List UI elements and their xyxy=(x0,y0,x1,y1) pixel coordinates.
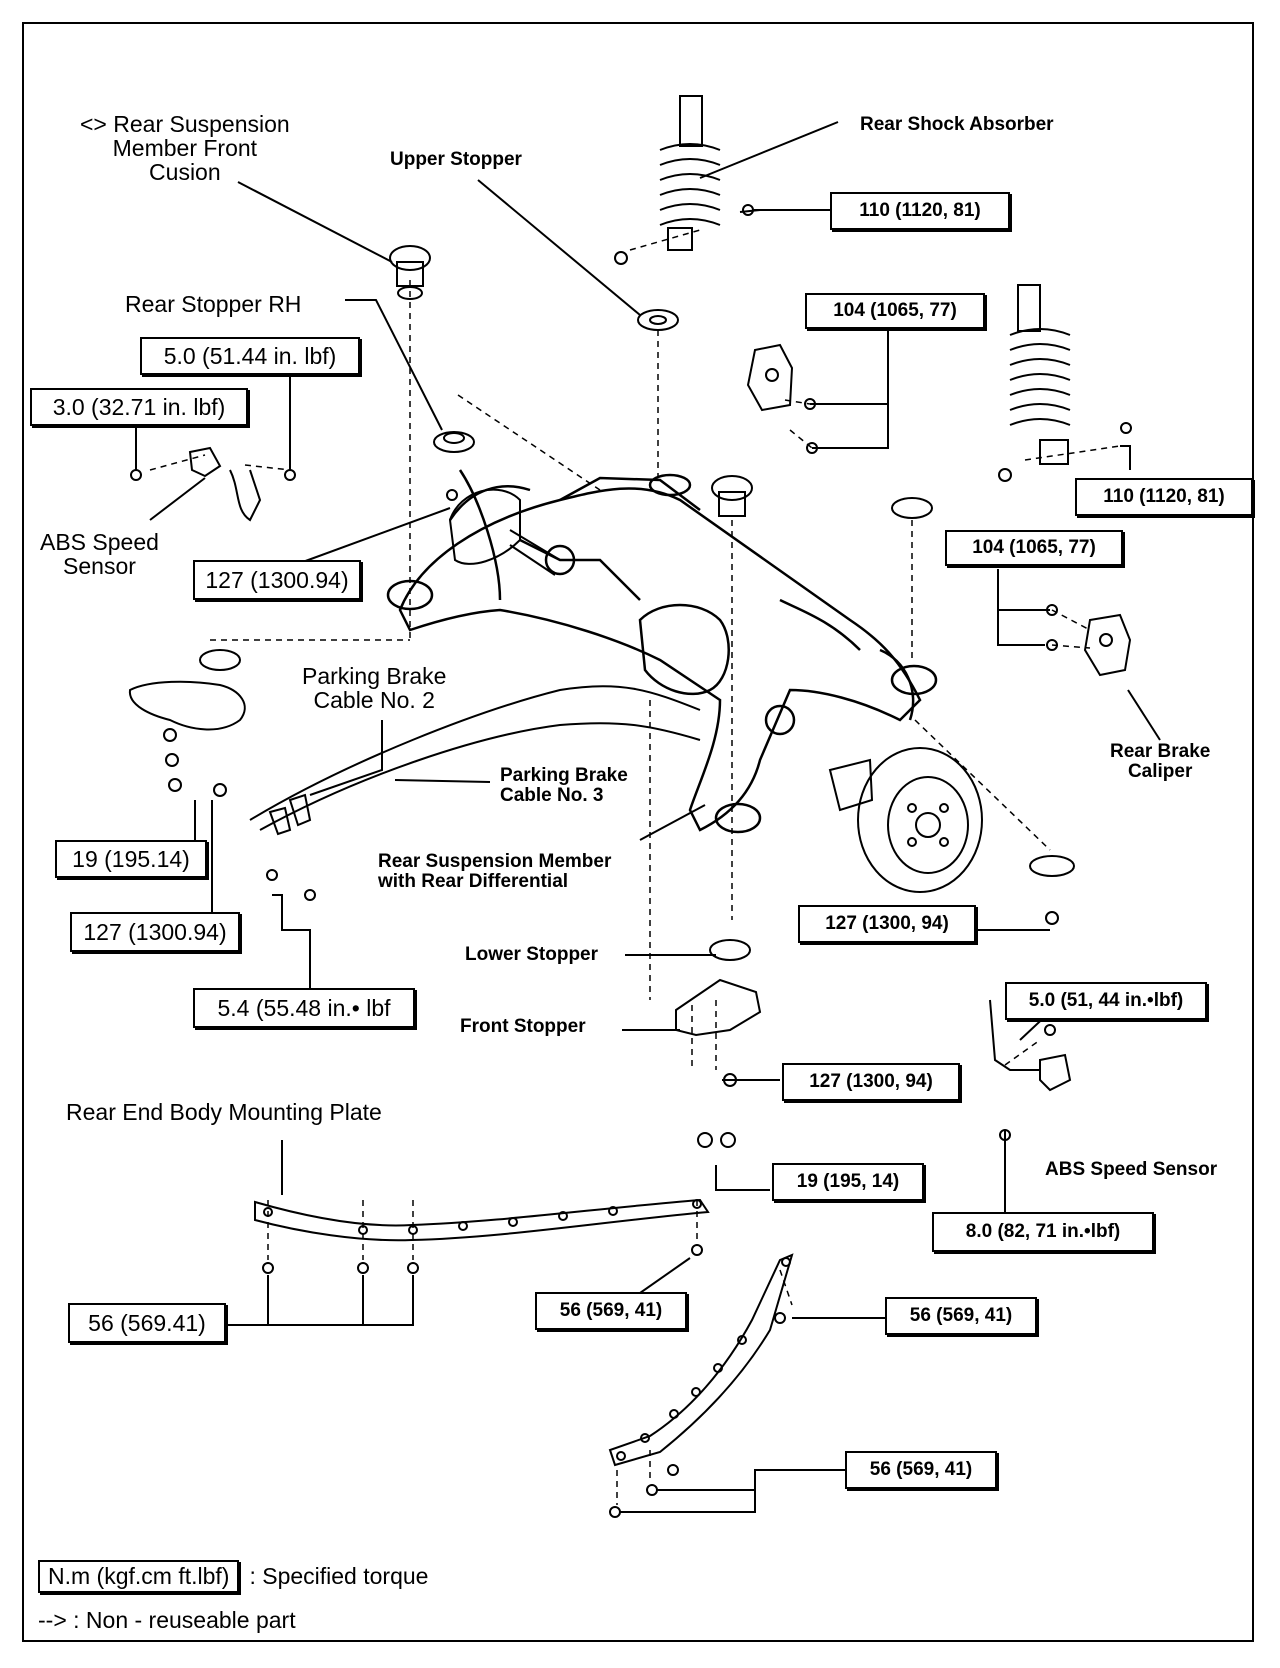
lower-stopper xyxy=(709,939,751,961)
label-line: <> Rear Suspension xyxy=(80,111,290,137)
front-cushion-left xyxy=(389,245,431,300)
torque-box: 104 (1065, 77) xyxy=(805,293,985,329)
rear-brake-disc xyxy=(828,747,983,893)
label-rear-brake-caliper: Rear Brake Caliper xyxy=(1110,742,1210,782)
torque-box: 5.0 (51, 44 in.•lbf) xyxy=(1005,982,1207,1020)
torque-box: 8.0 (82, 71 in.•lbf) xyxy=(932,1212,1154,1252)
torque-box: 5.4 (55.48 in.• lbf xyxy=(193,988,415,1028)
label-lower-stopper: Lower Stopper xyxy=(465,944,599,965)
label-line: Parking Brake xyxy=(500,765,628,786)
label-parking-brake-cable-3: Parking Brake Cable No. 3 xyxy=(500,766,628,806)
torque-box: 127 (1300, 94) xyxy=(798,905,976,943)
parking-brake-cables xyxy=(249,685,701,901)
label-line: Rear Brake xyxy=(1110,741,1211,762)
legend-torque-box: N.m (kgf.cm ft.lbf) xyxy=(38,1560,240,1593)
label-rear-shock-absorber: Rear Shock Absorber xyxy=(860,114,1054,135)
label-upper-stopper: Upper Stopper xyxy=(390,149,522,170)
torque-box: 56 (569, 41) xyxy=(845,1451,997,1489)
label-line: Caliper xyxy=(1127,760,1193,782)
torque-box: 127 (1300.94) xyxy=(70,912,240,952)
torque-box: 19 (195, 14) xyxy=(772,1163,924,1201)
abs-sensor-right xyxy=(989,999,1072,1141)
label-rear-suspension-member-front-cushion: <> Rear Suspension Member Front Cusion xyxy=(80,111,290,186)
label-line: Member Front xyxy=(112,135,258,162)
torque-box: 56 (569.41) xyxy=(68,1303,226,1343)
torque-box: 19 (195.14) xyxy=(55,840,207,878)
label-line: Cusion xyxy=(149,159,221,186)
label-line: Cable No. 3 xyxy=(500,784,604,806)
rear-suspension-member xyxy=(386,469,938,834)
label-rear-suspension-member: Rear Suspension Member with Rear Differe… xyxy=(378,852,611,892)
rear-brake-caliper xyxy=(1046,604,1132,677)
label-line: Cable No. 2 xyxy=(313,687,435,714)
upper-stopper-right xyxy=(891,497,933,519)
label-front-stopper: Front Stopper xyxy=(460,1016,586,1037)
diagonal-mounting-plate xyxy=(608,1253,794,1518)
label-line: Rear Suspension Member xyxy=(378,851,612,872)
torque-box: 56 (569, 41) xyxy=(535,1292,687,1330)
left-arm-bracket xyxy=(128,680,246,797)
label-line: ABS Speed xyxy=(40,529,159,555)
rear-shock-absorber-left xyxy=(614,95,761,265)
torque-box: 3.0 (32.71 in. lbf) xyxy=(30,388,248,426)
torque-box: 5.0 (51.44 in. lbf) xyxy=(140,337,360,375)
upper-stopper-ring xyxy=(637,309,679,331)
rear-end-body-mounting-plate xyxy=(254,1198,710,1274)
label-line: Sensor xyxy=(63,553,136,580)
label-rear-end-body-mounting-plate: Rear End Body Mounting Plate xyxy=(66,1099,382,1125)
torque-box: 127 (1300.94) xyxy=(193,560,361,600)
upper-caliper-bracket xyxy=(746,343,818,454)
rear-stopper-rh xyxy=(433,431,475,501)
left-stopper xyxy=(199,649,241,671)
right-lower-stopper xyxy=(1029,855,1075,925)
label-line: with Rear Differential xyxy=(378,870,569,892)
diagram-frame xyxy=(22,22,1254,1642)
abs-sensor-left xyxy=(130,446,296,522)
label-abs-speed-sensor-left: ABS Speed Sensor xyxy=(40,530,159,578)
legend-specified-torque: N.m (kgf.cm ft.lbf) : Specified torque xyxy=(38,1560,428,1593)
legend-non-reusable: --> : Non - reuseable part xyxy=(38,1607,296,1633)
label-abs-speed-sensor-right: ABS Speed Sensor xyxy=(1045,1159,1218,1180)
torque-box: 110 (1120, 81) xyxy=(1075,478,1253,516)
front-cushion-center xyxy=(711,475,753,517)
torque-box: 104 (1065, 77) xyxy=(945,530,1123,566)
label-parking-brake-cable-2: Parking Brake Cable No. 2 xyxy=(302,664,446,712)
torque-box: 127 (1300, 94) xyxy=(782,1063,960,1101)
front-stopper-bracket xyxy=(675,978,762,1148)
torque-box: 56 (569, 41) xyxy=(885,1297,1037,1335)
dashed-install-lines xyxy=(149,229,1121,1505)
knuckle-left xyxy=(448,488,561,576)
label-line: Parking Brake xyxy=(302,663,447,689)
label-rear-stopper-rh: Rear Stopper RH xyxy=(125,291,302,317)
torque-box: 110 (1120, 81) xyxy=(830,192,1010,230)
rear-shock-absorber-right xyxy=(998,284,1132,482)
legend-torque-desc: : Specified torque xyxy=(249,1563,429,1589)
